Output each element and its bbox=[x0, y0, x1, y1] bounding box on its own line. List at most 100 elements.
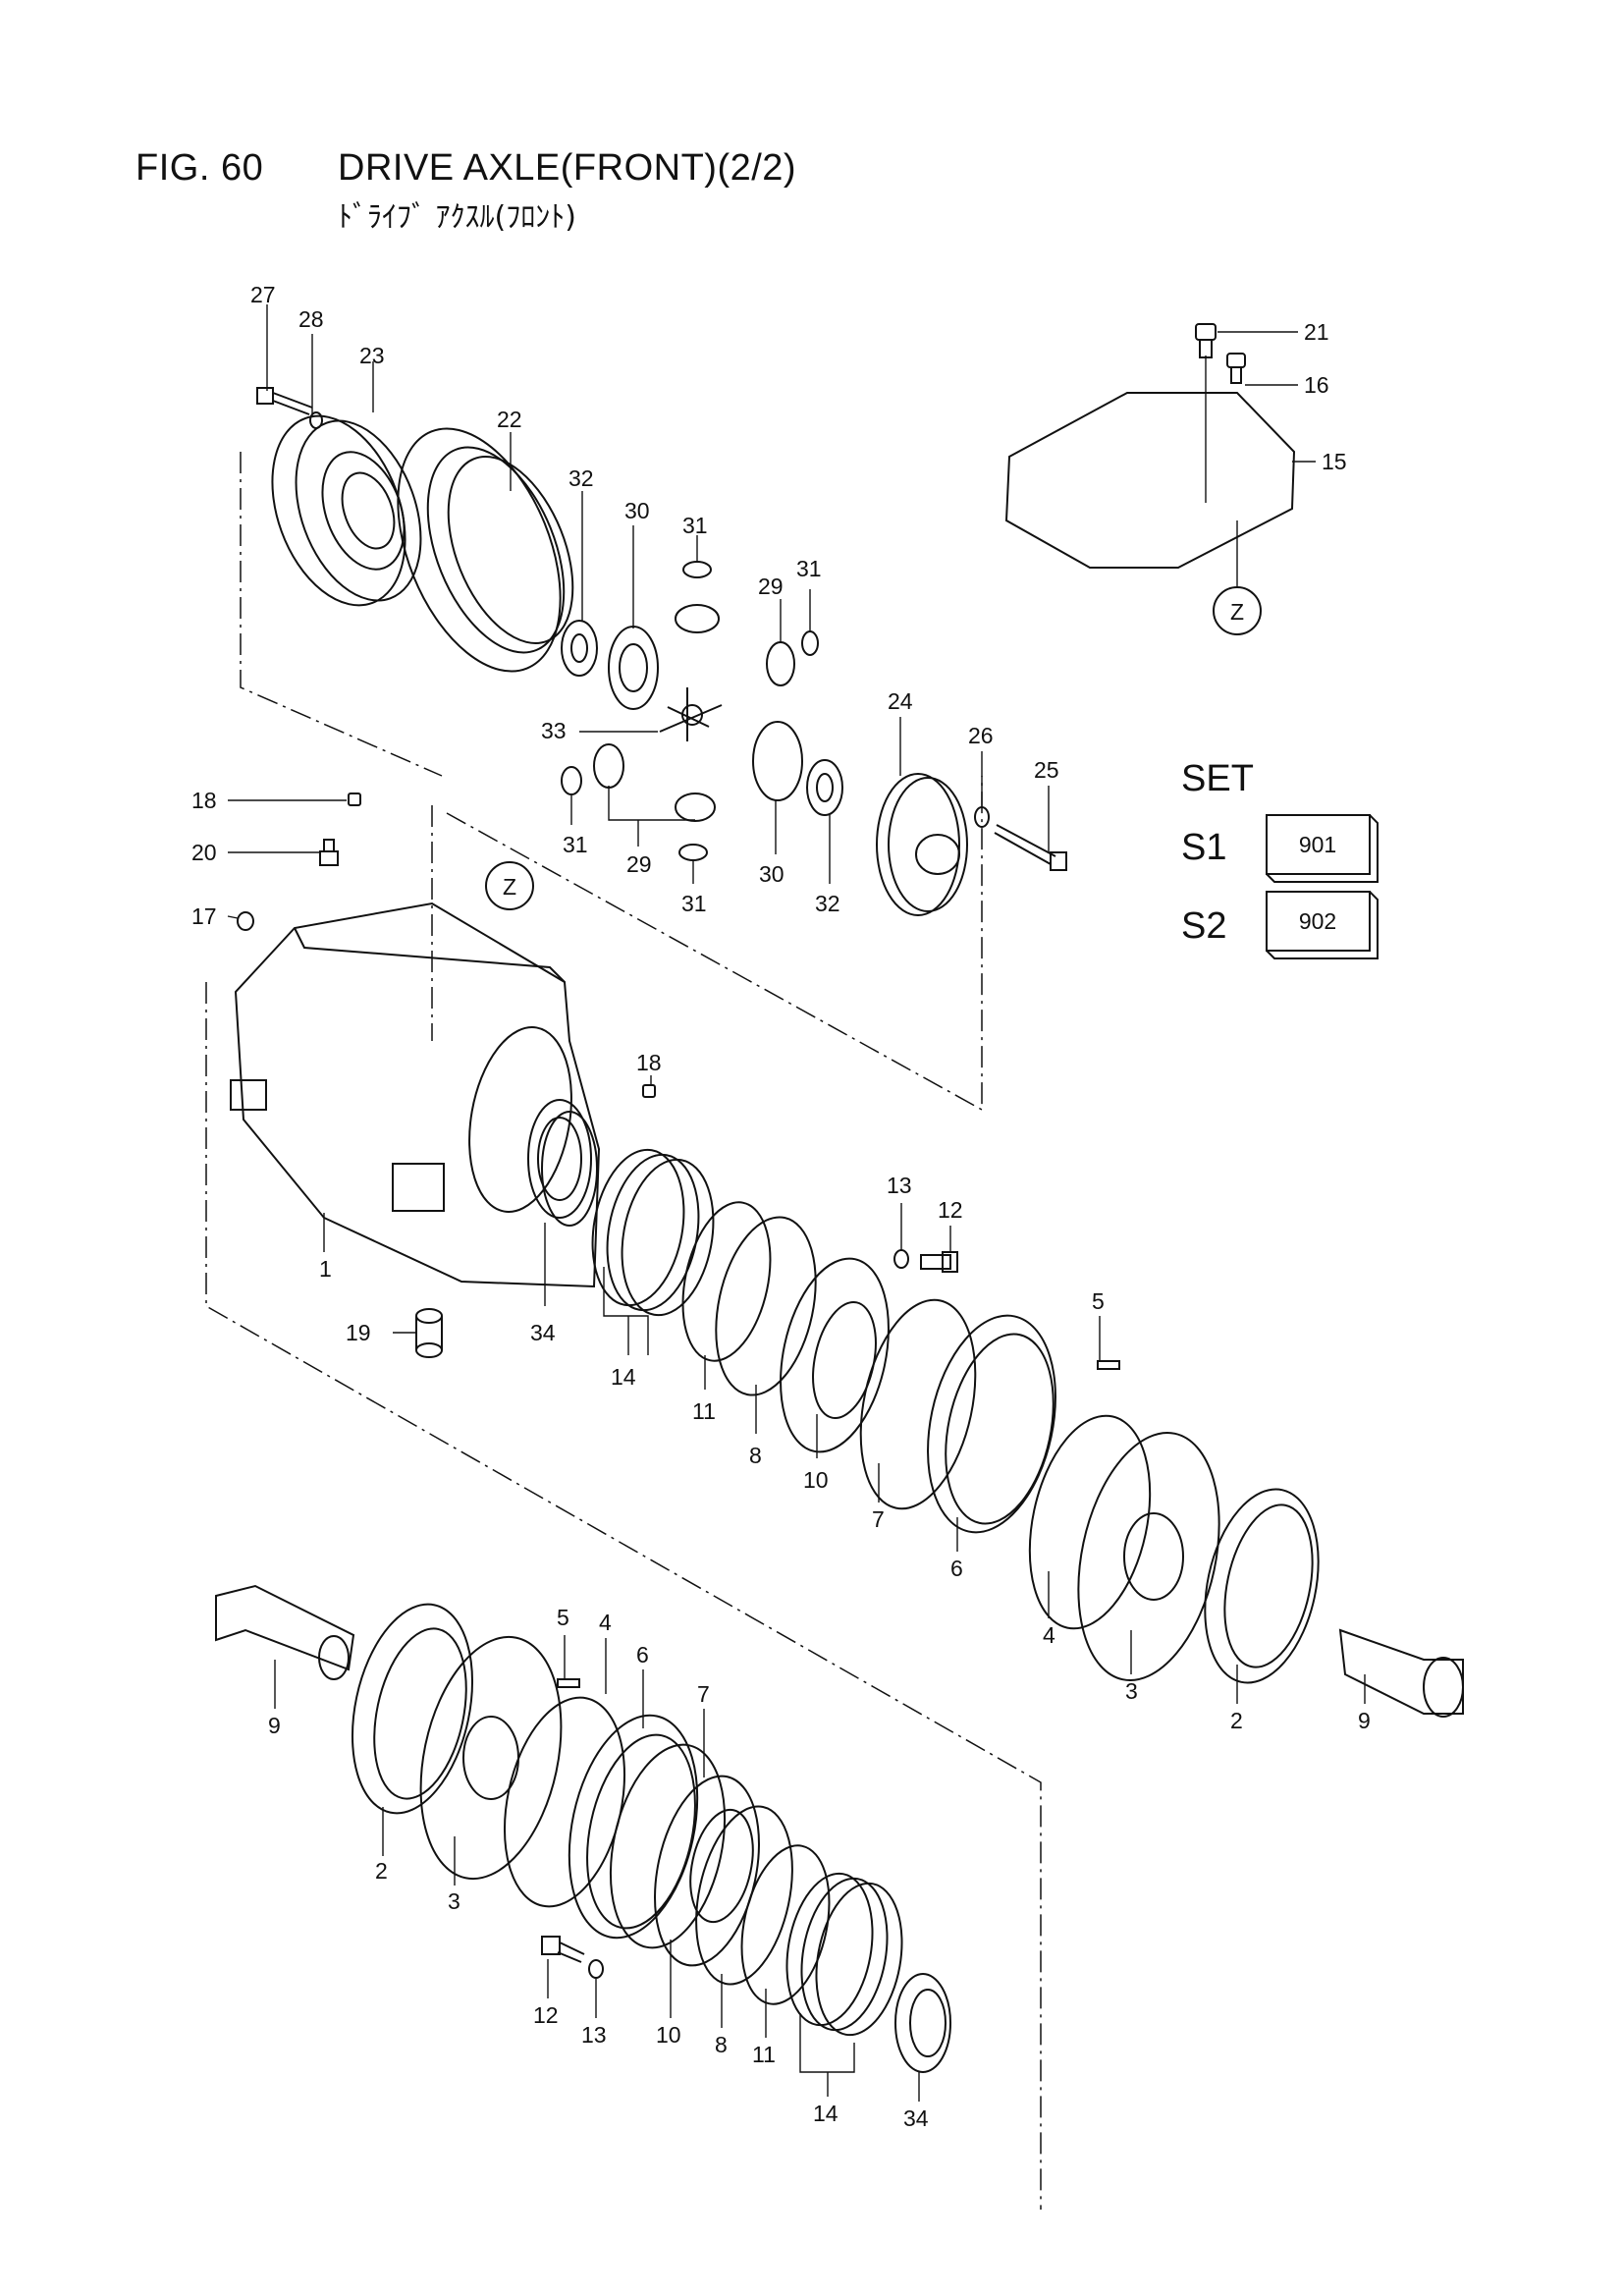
callout-30: 30 bbox=[759, 861, 784, 887]
shim-pack-14-lower bbox=[785, 1872, 903, 2037]
svg-text:Z: Z bbox=[503, 874, 516, 900]
callout-4: 4 bbox=[599, 1610, 612, 1635]
callout-12: 12 bbox=[533, 2002, 559, 2028]
reference-marker-z-housing: Z bbox=[485, 861, 534, 910]
callout-32: 32 bbox=[568, 465, 594, 491]
callout-33: 33 bbox=[541, 718, 567, 743]
snap-ring-11-lower bbox=[740, 1844, 831, 2005]
set-label-s2: S2 bbox=[1181, 905, 1226, 947]
seal-34-upper bbox=[541, 1111, 598, 1227]
set-table: SET S1 901 S2 902 bbox=[1181, 758, 1379, 959]
set-box-s2 bbox=[1266, 891, 1371, 952]
pin-5-lower bbox=[557, 1678, 580, 1688]
callout-1: 1 bbox=[319, 1256, 332, 1282]
assembly-guide-lines bbox=[205, 452, 1042, 2210]
callout-3: 3 bbox=[448, 1888, 460, 1914]
callout-12: 12 bbox=[938, 1197, 963, 1223]
callout-7: 7 bbox=[872, 1506, 885, 1532]
pinion-29-right bbox=[766, 641, 795, 686]
pinion-29-top bbox=[675, 604, 720, 633]
callout-30: 30 bbox=[624, 498, 650, 523]
plug-19 bbox=[415, 1308, 443, 1358]
thrust-washer-32-upper bbox=[561, 620, 598, 677]
svg-text:Z: Z bbox=[1230, 599, 1244, 625]
callout-21: 21 bbox=[1304, 319, 1329, 345]
callout-15: 15 bbox=[1322, 449, 1347, 474]
washer-31-right bbox=[801, 630, 819, 656]
brake-piston-6-lower bbox=[568, 1714, 699, 1940]
ring-gear-22 bbox=[397, 427, 574, 673]
seal-34-lower bbox=[894, 1973, 951, 2073]
washer-31-left bbox=[561, 766, 582, 795]
plate-2-lower bbox=[351, 1603, 474, 1815]
callout-31: 31 bbox=[796, 556, 822, 581]
callout-28: 28 bbox=[298, 306, 324, 332]
side-gear-30-lower bbox=[752, 721, 803, 801]
thrust-washer-32-upper-hole bbox=[570, 633, 588, 663]
callout-labels: 27 28 23 22 32 30 31 29 31 33 31 29 31 3… bbox=[191, 282, 1371, 2131]
spider-cross-33 bbox=[659, 687, 723, 741]
set-box-s2-shadow bbox=[1266, 891, 1379, 959]
thrust-washer-32-lower bbox=[806, 759, 843, 816]
figure-number: FIG. 60 bbox=[135, 147, 264, 189]
washer-13-lower bbox=[588, 1959, 604, 1979]
o-ring-8-upper bbox=[715, 1216, 817, 1396]
callout-34: 34 bbox=[530, 1320, 556, 1345]
set-code-s2: 902 bbox=[1299, 908, 1336, 934]
axle-housing-1 bbox=[230, 902, 601, 1288]
callout-31: 31 bbox=[682, 513, 708, 538]
callout-24: 24 bbox=[888, 688, 913, 714]
figure-title: DRIVE AXLE(FRONT)(2/2) bbox=[338, 147, 797, 189]
callout-9: 9 bbox=[1358, 1708, 1371, 1733]
washer-28 bbox=[309, 411, 323, 429]
callout-14: 14 bbox=[611, 1364, 636, 1390]
o-ring-8-lower bbox=[695, 1805, 793, 1986]
snap-ring-11-upper bbox=[681, 1201, 772, 1362]
washer-31-top bbox=[682, 561, 712, 578]
callout-5: 5 bbox=[1092, 1288, 1105, 1314]
callout-18: 18 bbox=[636, 1050, 662, 1075]
callout-29: 29 bbox=[626, 851, 652, 877]
set-box-s1 bbox=[1266, 814, 1371, 875]
piston-10-upper bbox=[780, 1257, 890, 1453]
washer-13-upper bbox=[893, 1249, 909, 1269]
callout-31: 31 bbox=[681, 891, 707, 916]
callout-7: 7 bbox=[697, 1681, 710, 1707]
plate-4-upper bbox=[1028, 1414, 1152, 1630]
callout-13: 13 bbox=[581, 2022, 607, 2048]
shim-pack-14-upper bbox=[591, 1148, 715, 1317]
callout-3: 3 bbox=[1125, 1678, 1138, 1704]
callout-18: 18 bbox=[191, 788, 217, 813]
callout-6: 6 bbox=[636, 1642, 649, 1667]
side-gear-30-upper-hub bbox=[619, 643, 648, 692]
bolt-25 bbox=[994, 824, 1067, 871]
callout-10: 10 bbox=[803, 1467, 829, 1493]
plug-16 bbox=[1226, 353, 1246, 384]
callout-11: 11 bbox=[752, 2042, 776, 2067]
brake-piston-6-upper bbox=[927, 1314, 1056, 1534]
set-code-s1: 901 bbox=[1299, 832, 1336, 857]
axle-shaft-9-right bbox=[1338, 1628, 1464, 1718]
callout-2: 2 bbox=[1230, 1708, 1243, 1733]
callout-9: 9 bbox=[268, 1713, 281, 1738]
callout-34: 34 bbox=[903, 2105, 929, 2131]
callout-23: 23 bbox=[359, 343, 385, 368]
pin-5-upper bbox=[1097, 1360, 1120, 1370]
bolt-12-lower bbox=[541, 1936, 585, 1963]
callout-29: 29 bbox=[758, 574, 784, 599]
bolt-12-upper bbox=[920, 1251, 958, 1273]
plug-18-top bbox=[348, 793, 361, 806]
side-gear-30-upper bbox=[608, 626, 659, 710]
callout-19: 19 bbox=[346, 1320, 371, 1345]
callout-22: 22 bbox=[497, 407, 522, 432]
differential-case-24 bbox=[876, 773, 968, 916]
figure-title-japanese: ﾄﾞﾗｲﾌﾞ ｱｸｽﾙ(ﾌﾛﾝﾄ) bbox=[338, 200, 576, 235]
bolt-27 bbox=[256, 387, 313, 415]
washer-31-bottom bbox=[678, 844, 708, 861]
plug-21 bbox=[1195, 323, 1217, 358]
plug-18-side bbox=[642, 1084, 656, 1098]
o-ring-7-lower bbox=[609, 1743, 727, 1949]
callout-16: 16 bbox=[1304, 372, 1329, 398]
callout-31: 31 bbox=[563, 832, 588, 857]
